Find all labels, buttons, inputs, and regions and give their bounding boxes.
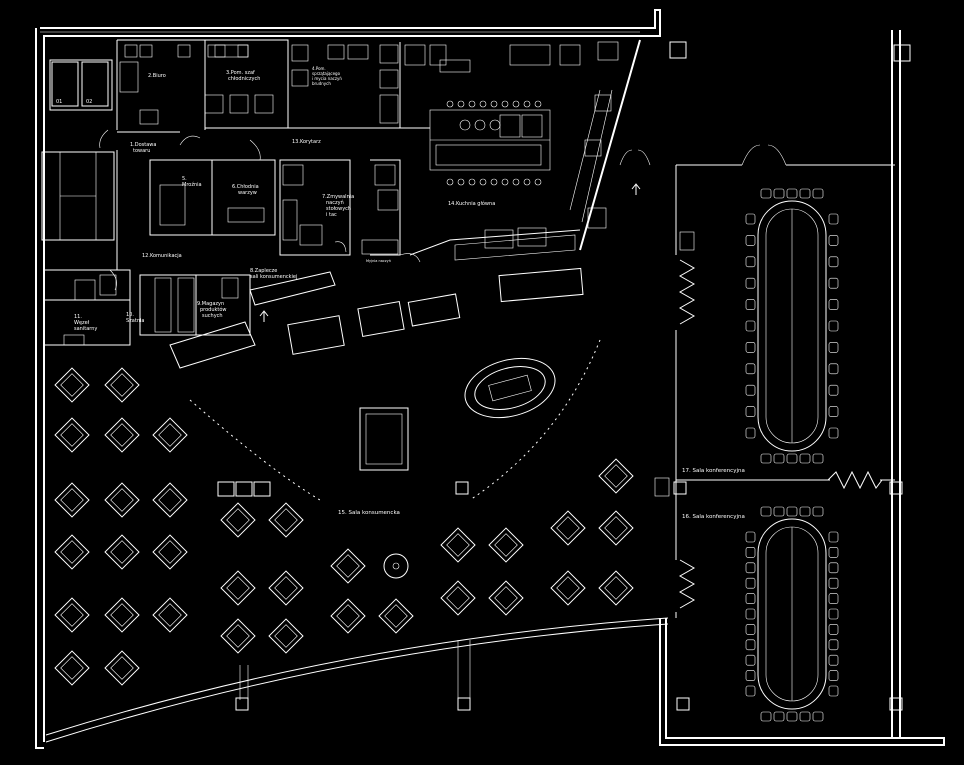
dining-table [268, 570, 304, 606]
dining-table [54, 367, 90, 403]
dining-table [152, 417, 188, 453]
stool-mark [512, 100, 520, 108]
dining-table [598, 570, 634, 606]
dining-table [54, 482, 90, 518]
dining-table [104, 534, 140, 570]
dining-table [104, 597, 140, 633]
dining-table [440, 580, 476, 616]
stool-mark [457, 100, 465, 108]
dining-table [54, 534, 90, 570]
dining-tables [54, 100, 634, 686]
stool-mark [446, 178, 454, 186]
conference-table [745, 188, 839, 464]
dining-table [152, 534, 188, 570]
label-room-16: 16. Sala konferencyjna [682, 514, 745, 520]
label-room-13: 13.Korytarz [292, 139, 321, 145]
dining-table [330, 598, 366, 634]
stool-mark [534, 100, 542, 108]
columns [217, 481, 903, 711]
dining-table [152, 597, 188, 633]
dining-table [268, 618, 304, 654]
dining-table [220, 570, 256, 606]
back-of-house-walls [41, 39, 581, 346]
doors [99, 129, 787, 322]
elevator-2-label: 02 [86, 99, 92, 105]
serving-counters [169, 267, 601, 501]
label-room-10: 10.Szatnia [126, 312, 144, 324]
stool-mark [501, 100, 509, 108]
dining-table [54, 597, 90, 633]
stool-mark [523, 100, 531, 108]
dining-table [104, 482, 140, 518]
round-table [383, 553, 409, 579]
stool-mark [523, 178, 531, 186]
outer-walls [35, 9, 945, 749]
stool-mark [479, 100, 487, 108]
dining-table [598, 458, 634, 494]
label-room-17: 17. Sala konferencyjna [682, 468, 745, 474]
label-dishwash: Myjnia naczyń [366, 259, 391, 263]
label-room-12: 12.Komunikacja [142, 253, 182, 259]
stool-mark [534, 178, 542, 186]
label-room-2: 2.Biuro [148, 73, 166, 79]
dining-table [268, 502, 304, 538]
equipment-topline [63, 41, 619, 346]
dining-table [152, 482, 188, 518]
stool-mark [490, 100, 498, 108]
dining-table [220, 502, 256, 538]
label-room-14: 14.Kuchnia główna [448, 200, 495, 207]
stool-mark [446, 100, 454, 108]
dining-table [220, 618, 256, 654]
dining-table [104, 367, 140, 403]
stool-mark [490, 178, 498, 186]
dining-table [550, 510, 586, 546]
dining-table [488, 580, 524, 616]
dining-table [54, 417, 90, 453]
dining-table [104, 417, 140, 453]
conference-table [745, 506, 839, 722]
stool-mark [457, 178, 465, 186]
dining-table [54, 650, 90, 686]
dining-table [104, 650, 140, 686]
stool-mark [479, 178, 487, 186]
elevator-1-label: 01 [56, 99, 62, 105]
dining-table [378, 598, 414, 634]
dining-table [598, 510, 634, 546]
dining-table [440, 527, 476, 563]
dining-table [488, 527, 524, 563]
stool-mark [512, 178, 520, 186]
label-room-15: 15. Sala konsumencka [338, 510, 400, 516]
zigzag-partitions [654, 231, 883, 609]
stool-mark [501, 178, 509, 186]
conference-tables [745, 188, 839, 722]
dining-table [550, 570, 586, 606]
stool-mark [468, 100, 476, 108]
label-room-5: 5.Mroźnia [182, 176, 202, 188]
stool-mark [468, 178, 476, 186]
dining-table [330, 548, 366, 584]
